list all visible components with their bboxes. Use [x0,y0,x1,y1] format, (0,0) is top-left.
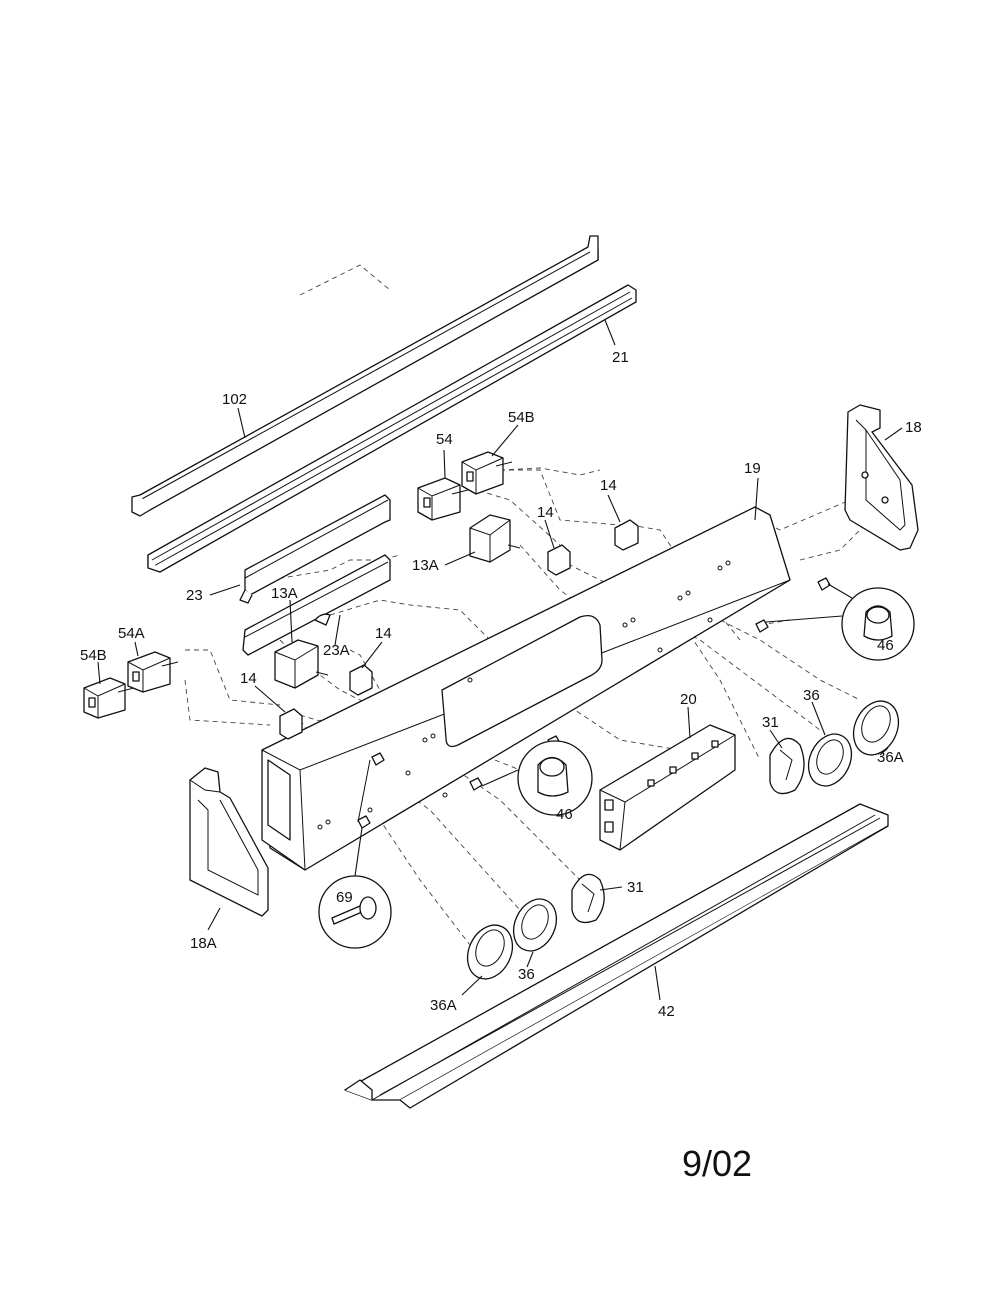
label-69: 69 [336,889,353,906]
detail-circle-69 [318,827,392,949]
switch-14-left [279,708,303,740]
label-18: 18 [905,419,922,436]
label-13a-top: 13A [412,557,439,574]
knob-36a-center [466,924,514,980]
rail-21 [147,284,637,573]
detail-circle-46-right [765,583,915,661]
label-36-right: 36 [803,687,820,704]
leader-lines [97,319,903,1001]
end-cap-18 [844,404,919,551]
label-31-center: 31 [627,879,644,896]
infinite-switch-13a-mid [274,639,329,689]
knob-31-right [769,737,805,795]
switch-54a [127,651,179,693]
label-18a: 18A [190,935,217,952]
label-13a-mid: 13A [271,585,298,602]
control-board-20 [599,724,736,851]
bracket-23a [242,554,391,656]
label-42: 42 [658,1003,675,1020]
date-stamp: 9/02 [682,1143,752,1184]
label-36a-center: 36A [430,997,457,1014]
switch-54b-top [461,451,513,495]
infinite-switch-13a-top [469,514,521,563]
label-23a: 23A [323,642,350,659]
part-labels: 102 21 18 19 54 54B 14 14 13A 23 13A 23A… [80,349,922,1020]
label-14-mid: 14 [375,625,392,642]
label-14-top2: 14 [600,477,617,494]
switch-54 [417,477,469,521]
switch-14-mid [349,664,373,696]
switch-54b-left [83,677,135,719]
label-46-right: 46 [877,637,894,654]
label-20: 20 [680,691,697,708]
label-54b-top: 54B [508,409,535,426]
label-36a-right: 36A [877,749,904,766]
rail-102 [131,235,599,517]
switch-14-top2 [614,519,639,551]
trim-42 [344,803,889,1109]
label-54a: 54A [118,625,145,642]
control-panel-19 [261,506,791,871]
knob-36-right [807,733,853,787]
label-31-right: 31 [762,714,779,731]
label-19: 19 [744,460,761,477]
end-cap-18a [189,767,269,917]
knob-31-center [571,873,605,924]
switch-14-top1 [547,544,571,576]
label-14-left: 14 [240,670,257,687]
bracket-23 [239,494,391,604]
label-102: 102 [222,391,247,408]
label-46-center: 46 [556,806,573,823]
label-23: 23 [186,587,203,604]
label-36-center: 36 [518,966,535,983]
knob-36-center [512,898,558,952]
knob-36a-right [852,700,900,756]
label-54b-left: 54B [80,647,107,664]
detail-circle-46-center [481,740,593,816]
panel-holes [317,560,731,830]
label-54: 54 [436,431,453,448]
label-21: 21 [612,349,629,366]
label-14-top1: 14 [537,504,554,521]
